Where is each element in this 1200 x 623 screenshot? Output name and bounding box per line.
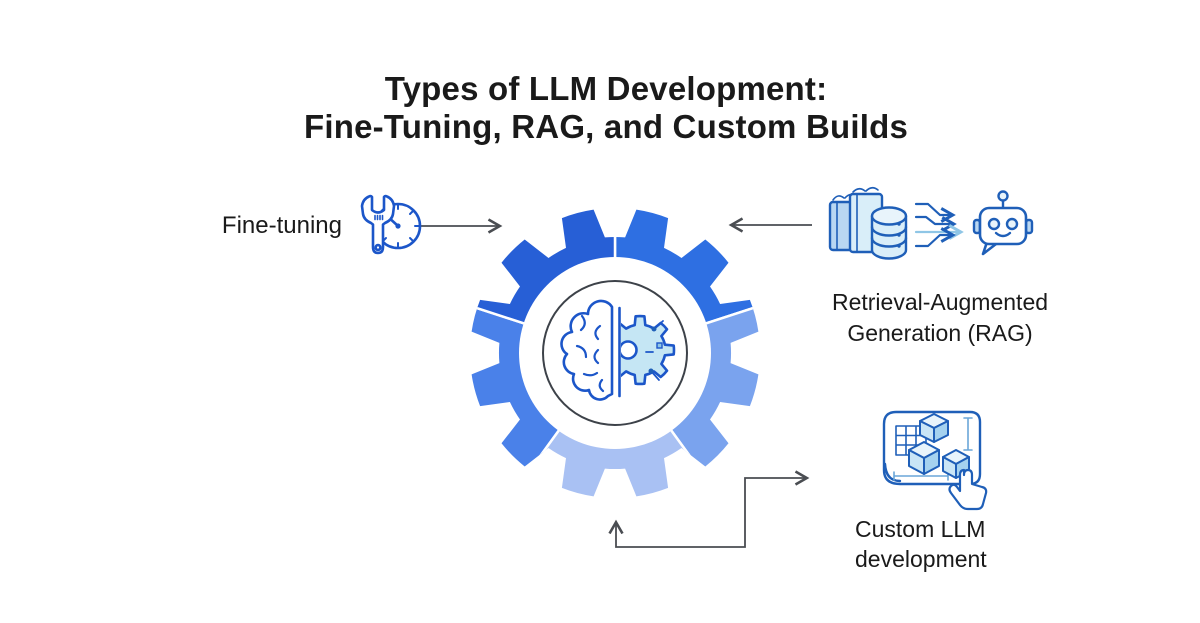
blueprint-cubes-hand-icon xyxy=(882,410,988,511)
wrench-gauge-icon xyxy=(360,194,422,255)
wrench-knurl-ticks xyxy=(374,214,384,221)
robot-eye-left xyxy=(987,217,1001,231)
robot-smile xyxy=(994,231,1012,238)
brain-half-cog-icon xyxy=(560,299,676,401)
robot-head xyxy=(972,190,1034,256)
circuit-chip xyxy=(656,342,663,349)
data-flow-arrows xyxy=(914,202,964,248)
database-cylinder xyxy=(870,206,908,260)
books-database-robot-icon xyxy=(828,186,1034,260)
wrench xyxy=(360,194,396,255)
brain-folds xyxy=(575,314,605,393)
label-custom-line-2: development xyxy=(855,546,987,572)
gauge-ticks xyxy=(382,204,420,248)
gauge-pivot xyxy=(395,223,401,229)
robot-face xyxy=(978,206,1028,246)
wrench-handle-hole xyxy=(374,243,382,252)
cube-top xyxy=(919,413,949,443)
circuit-node xyxy=(651,326,657,332)
label-rag-line-1: Retrieval-Augmented xyxy=(831,289,1049,315)
label-custom-llm: Custom LLM development xyxy=(855,514,1075,574)
dimension-lines xyxy=(893,417,973,481)
page-title: Types of LLM Development: Fine-Tuning, R… xyxy=(12,70,1200,146)
title-line-2: Fine-Tuning, RAG, and Custom Builds xyxy=(303,108,908,145)
arrow-gear-to-custom xyxy=(608,470,810,548)
title-line-1: Types of LLM Development: xyxy=(384,70,828,107)
iso-cubes xyxy=(908,413,970,479)
cog-hub-notch xyxy=(621,340,638,360)
hand-cursor xyxy=(948,468,988,511)
label-custom-line-1: Custom LLM xyxy=(855,516,986,542)
robot-eye-right xyxy=(1005,217,1019,231)
circuit-node xyxy=(648,368,654,374)
label-fine-tuning: Fine-tuning xyxy=(221,212,342,239)
label-rag: Retrieval-Augmented Generation (RAG) xyxy=(790,287,1090,349)
cube-left xyxy=(908,441,940,475)
book-2-pages xyxy=(852,186,879,193)
label-rag-line-2: Generation (RAG) xyxy=(847,320,1033,346)
blueprint-curl xyxy=(883,462,902,483)
brain-right-cog xyxy=(621,314,676,386)
blueprint-grid xyxy=(895,425,927,456)
